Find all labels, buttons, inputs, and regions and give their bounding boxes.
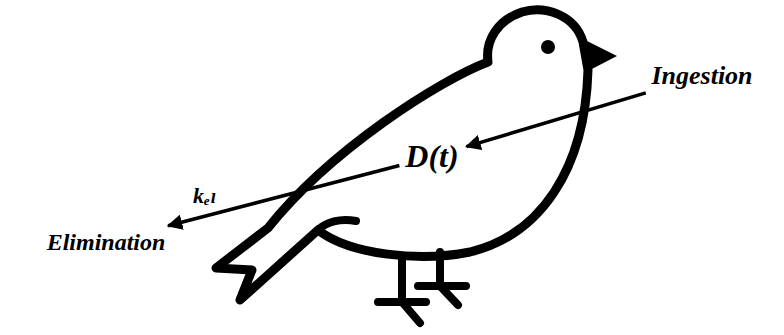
node-text: D(t) [405,139,458,174]
bird-eye [541,40,555,54]
flow-arrow [466,93,645,147]
rate-constant: kₑₗ [191,184,219,208]
bird-wing [318,220,356,230]
state-label: Elimination [43,227,170,257]
node-text: Elimination [47,229,166,255]
bird-beak [581,38,617,72]
state-label: Ingestion [647,60,756,93]
node-text: Ingestion [651,62,752,91]
bird-legs [378,252,466,323]
state-label: D(t) [401,137,462,176]
flow-arrow [168,165,399,225]
